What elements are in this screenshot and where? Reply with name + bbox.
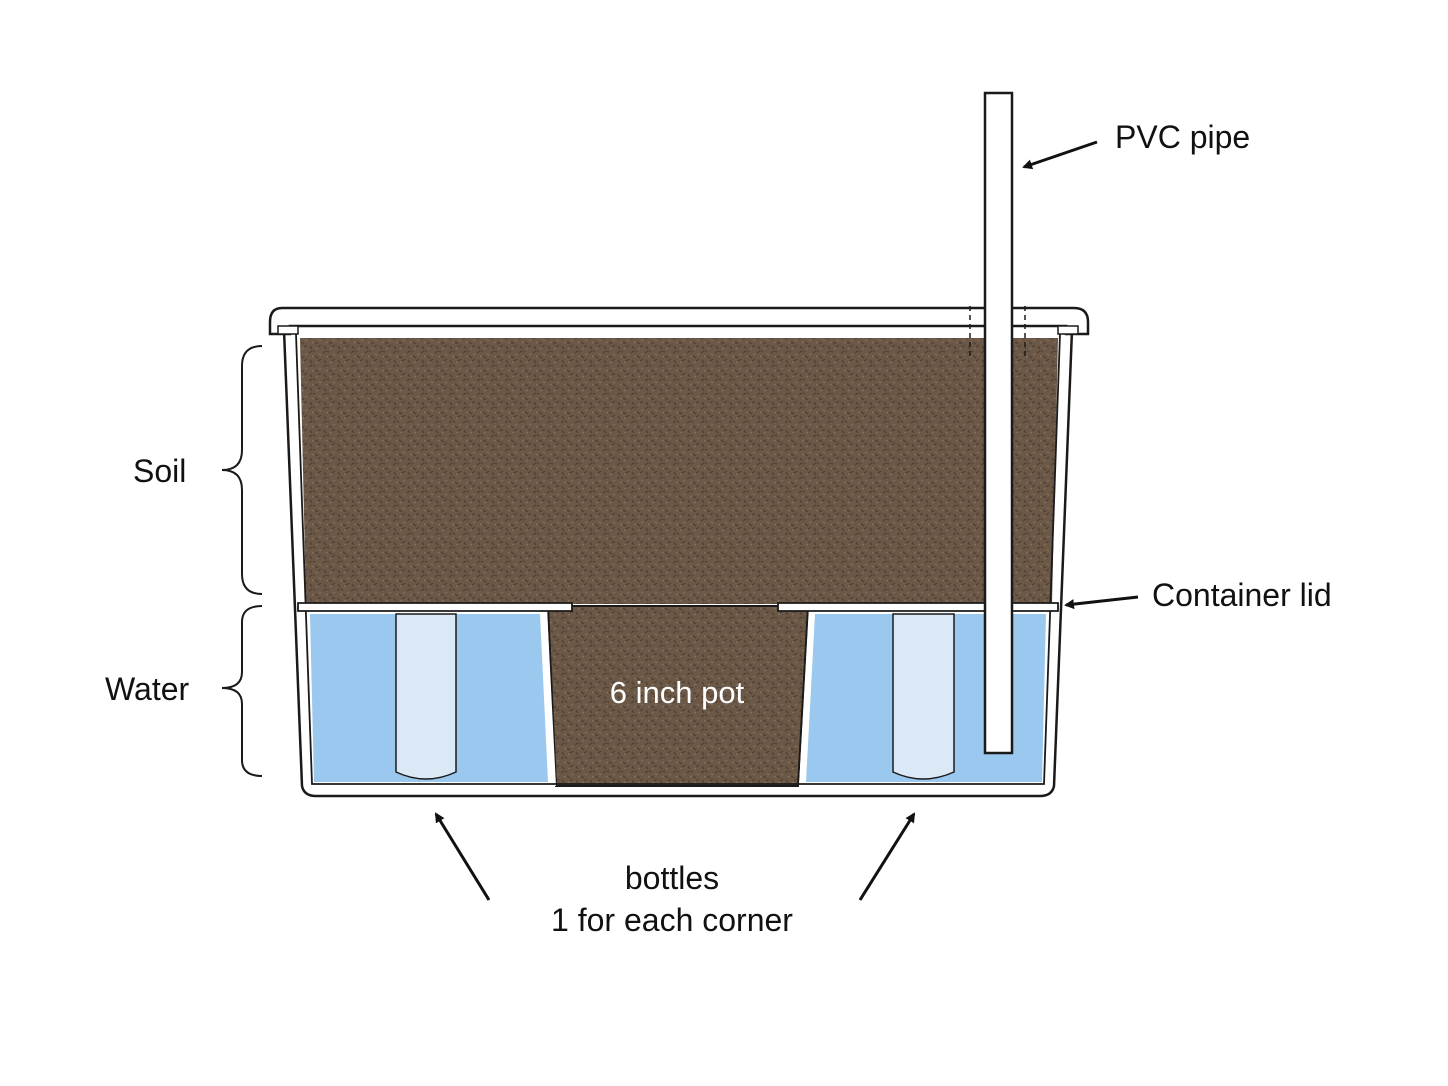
bottle-right-arrow	[858, 812, 916, 901]
pot-wall-right	[799, 609, 815, 787]
water-label: Water	[105, 671, 190, 707]
top-rim	[268, 306, 1090, 336]
container-lid-label: Container lid	[1152, 577, 1332, 613]
bottle-left	[395, 613, 457, 780]
pvc-pipe-arrow	[1022, 140, 1098, 170]
container-lid-arrow	[1064, 595, 1139, 610]
bottle-right	[892, 613, 955, 780]
soil-label: Soil	[133, 453, 186, 489]
water-brace	[221, 605, 263, 777]
bottles-label-line2: 1 for each corner	[551, 902, 793, 938]
six-inch-pot	[546, 605, 810, 787]
pot-wall-left	[541, 609, 556, 787]
pvc-pipe	[983, 91, 1014, 755]
bottles-label-line1: bottles	[625, 860, 719, 896]
soil-brace	[221, 345, 263, 595]
bottle-left-arrow	[434, 812, 491, 901]
soil-layer	[300, 338, 1058, 604]
pvc-pipe-label: PVC pipe	[1115, 119, 1250, 155]
container-body	[282, 329, 1074, 798]
pot-label: 6 inch pot	[610, 675, 745, 710]
container-inner-wall	[295, 333, 1061, 785]
